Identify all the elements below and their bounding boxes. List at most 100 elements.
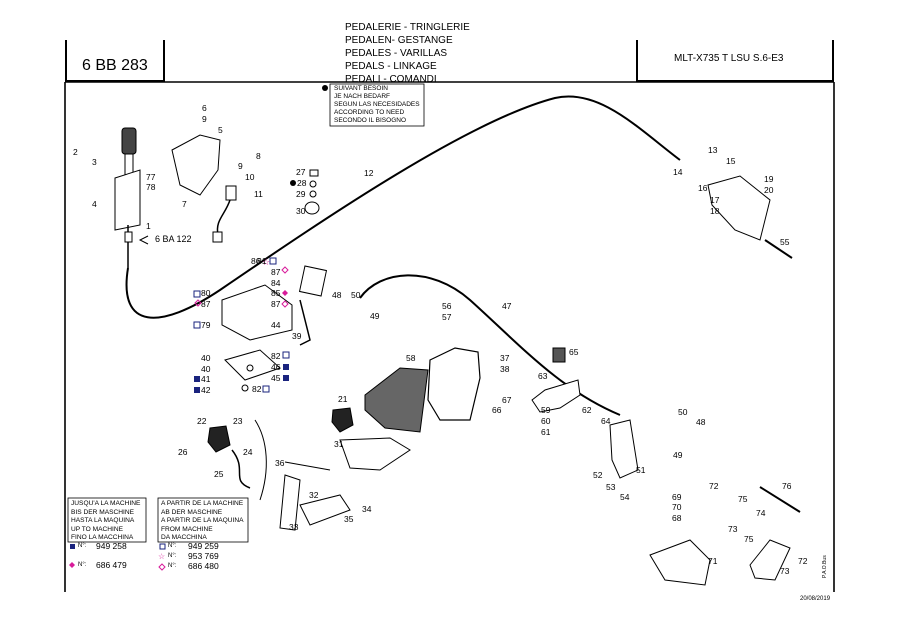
part-label-79: 79 [201, 320, 211, 330]
part-label-28: 28 [297, 178, 307, 188]
serial-prefix-left-1: N°: [78, 562, 87, 568]
part-label-61: 61 [541, 427, 551, 437]
legend-square-filled [70, 544, 75, 549]
part-label-27: 27 [296, 167, 306, 177]
part-label-22: 22 [197, 416, 207, 426]
part-label-12: 12 [364, 168, 374, 178]
part-label-78: 78 [146, 182, 156, 192]
part-label-18: 18 [710, 206, 720, 216]
part-label-2: 2 [73, 147, 78, 157]
part-label-63: 63 [538, 371, 548, 381]
part-label-46: 46 [271, 362, 281, 372]
legend-star-open: ☆ [158, 552, 165, 561]
lever-73 [749, 539, 791, 581]
part-label-54: 54 [620, 492, 630, 502]
serial-prefix-right-1: N°: [168, 553, 177, 559]
diamond-marker-87c [281, 300, 289, 308]
throttle-lever-assembly [114, 127, 141, 268]
bracket-16 [707, 175, 771, 241]
model-box [636, 40, 834, 82]
part-label-25: 25 [214, 469, 224, 479]
bracket-51 [609, 419, 639, 479]
part-label-64: 64 [601, 416, 611, 426]
serial-number-right-2: 686 480 [188, 561, 219, 571]
bullet-28 [290, 180, 296, 186]
bracket-5 [171, 134, 221, 196]
part-label-31: 31 [334, 439, 344, 449]
star-marker-86: ☆ [262, 257, 270, 267]
part-label-73b: 73 [780, 566, 790, 576]
part-label-32: 32 [309, 490, 319, 500]
serial-number-right-1: 953 769 [188, 551, 219, 561]
note-line: SECONDO IL BISOGNO [334, 117, 406, 124]
note-line: JE NACH BEDARF [334, 93, 390, 100]
part-label-71: 71 [708, 556, 718, 566]
part-label-1: 1 [146, 221, 151, 231]
part-label-81: 81 [257, 256, 267, 266]
part-label-9a: 9 [202, 114, 207, 124]
part-label-86: 86 [251, 256, 261, 266]
part-label-42: 42 [201, 385, 211, 395]
square-marker-81 [269, 257, 277, 265]
note-box-text: SUIVANT BESOIN JE NACH BEDARF SEGUN LAS … [334, 85, 420, 125]
rod-76 [759, 486, 801, 513]
square-marker-79 [193, 321, 201, 329]
part-label-80: 80 [201, 288, 211, 298]
part-label-49b: 49 [673, 450, 683, 460]
mat-58 [364, 367, 429, 433]
model-label: MLT-X735 T LSU S.6-E3 [674, 53, 784, 64]
part-label-56: 56 [442, 301, 452, 311]
part-label-20: 20 [764, 185, 774, 195]
legend-diamond-filled [69, 562, 75, 568]
part-label-62: 62 [582, 405, 592, 415]
serial-table-left-text: JUSQU'A LA MACHINE BIS DER MASCHINE HAST… [71, 500, 140, 543]
part-label-3: 3 [92, 157, 97, 167]
diamond-marker-85 [282, 290, 288, 296]
part-label-24: 24 [243, 447, 253, 457]
serial-left-line: BIS DER MASCHINE [71, 508, 135, 516]
bracket-32 [299, 494, 351, 526]
part-label-14: 14 [673, 167, 683, 177]
part-label-17: 17 [710, 195, 720, 205]
arc-guide [254, 419, 267, 501]
serial-prefix-right-2: N°: [168, 563, 177, 569]
square-marker-82b [262, 385, 270, 393]
serial-left-line: JUSQU'A LA MACHINE [71, 500, 141, 507]
part-label-44: 44 [271, 320, 281, 330]
pedal-base-40 [224, 349, 281, 392]
cable-12 [125, 95, 681, 319]
part-label-85: 85 [271, 288, 281, 298]
wire-25 [231, 449, 251, 489]
part-label-19: 19 [764, 174, 774, 184]
part-label-59: 59 [541, 405, 551, 415]
frame-58 [427, 347, 481, 421]
lever-63 [531, 379, 581, 413]
part-label-74: 74 [756, 508, 766, 518]
part-label-21: 21 [338, 394, 348, 404]
serial-prefix-right-0: N°: [168, 543, 177, 549]
part-label-87c: 87 [271, 299, 281, 309]
ref-code-box [65, 40, 165, 82]
rod-36 [284, 461, 331, 471]
part-label-87b: 87 [271, 267, 281, 277]
part-label-8: 8 [256, 151, 261, 161]
part-label-72b: 72 [798, 556, 808, 566]
footer-author: P.A.O.Bus [822, 555, 828, 578]
diamond-marker-87a [194, 299, 202, 307]
part-label-68: 68 [672, 513, 682, 523]
square-marker-45 [283, 375, 289, 381]
serial-right-line: A PARTIR DE LA MACHINE [161, 500, 244, 507]
part-label-33: 33 [289, 522, 299, 532]
square-marker-46 [283, 364, 289, 370]
serial-right-line: AB DER MASCHINE [161, 508, 223, 516]
part-label-77: 77 [146, 172, 156, 182]
diamond-marker-87b [281, 266, 289, 274]
knob-21 [331, 407, 354, 433]
serial-number-right-0: 949 259 [188, 541, 219, 551]
serial-right-line: A PARTIR DE LA MAQUINA [161, 517, 244, 525]
part-label-41: 41 [201, 374, 211, 384]
knob-22 [207, 425, 231, 453]
part-label-49a: 49 [370, 311, 380, 321]
part-label-72a: 72 [709, 481, 719, 491]
part-label-69: 69 [672, 492, 682, 502]
